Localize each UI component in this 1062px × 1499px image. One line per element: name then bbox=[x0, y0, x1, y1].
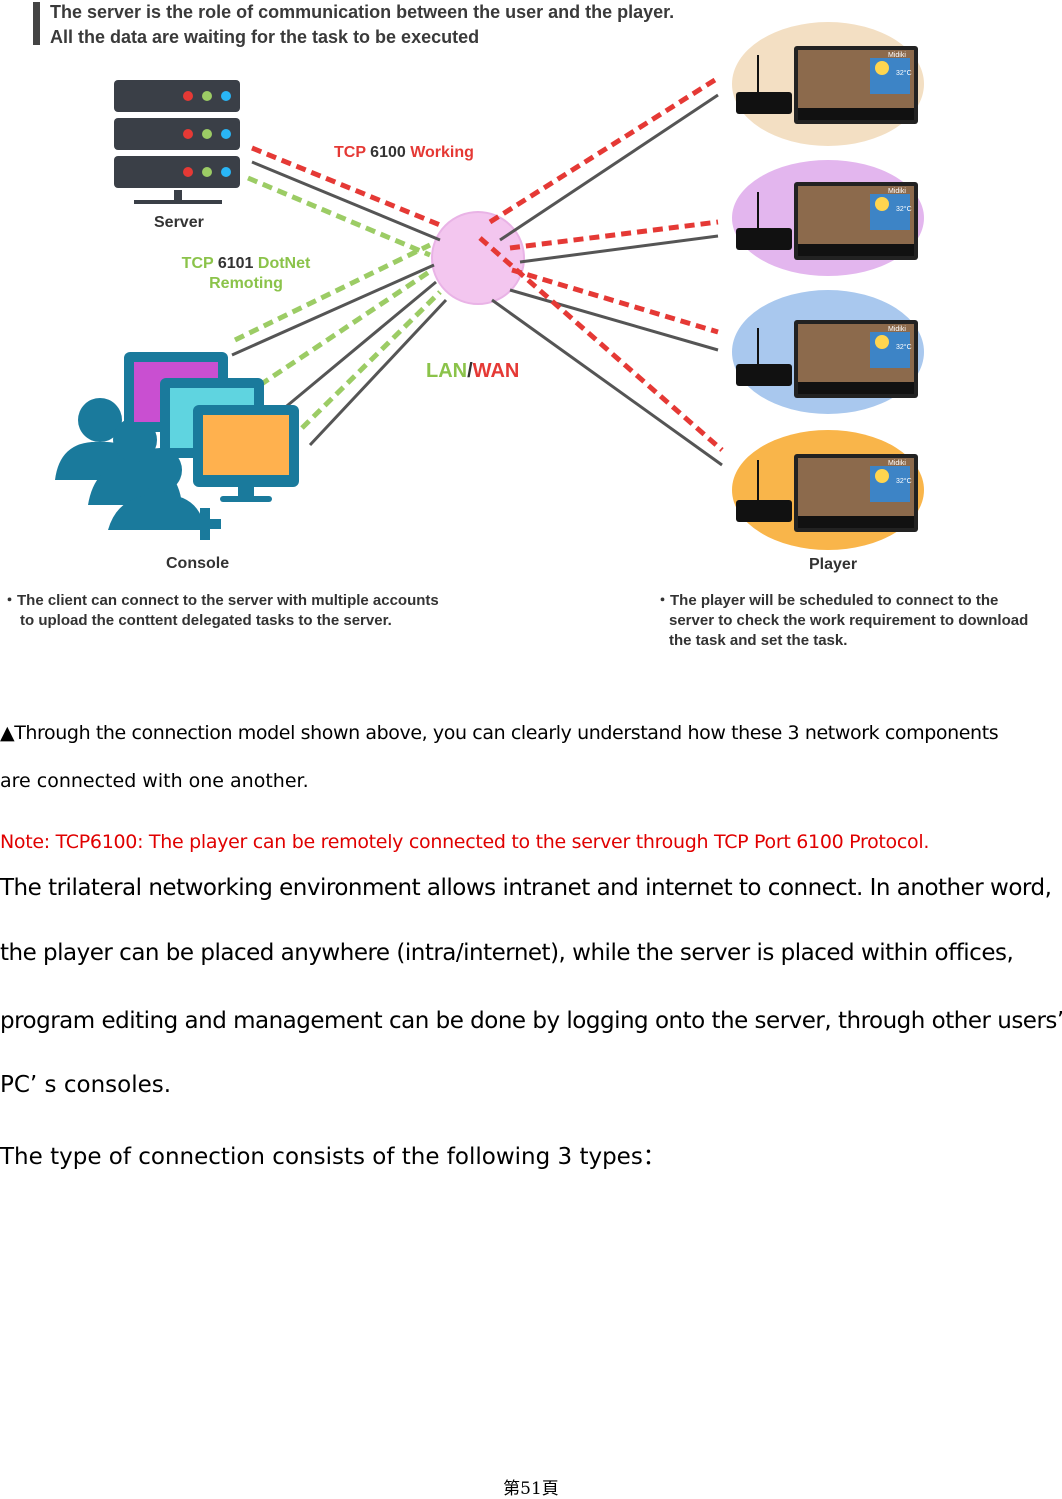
console-label: Console bbox=[166, 555, 230, 572]
player3-link-red bbox=[511, 267, 719, 335]
tcp6100-suffix: Working bbox=[410, 144, 474, 161]
player1-link-grey bbox=[499, 93, 719, 242]
client-note-line-1: ・The client can connect to the server wi… bbox=[2, 592, 439, 609]
screen-temp-2: 32°C bbox=[896, 205, 912, 213]
player-label: Player bbox=[809, 556, 858, 573]
screen-brand-1: Midiki bbox=[888, 52, 906, 59]
tcp6101-port: 6101 bbox=[217, 255, 254, 272]
paragraph-line-4: PC’ s consoles. bbox=[0, 1072, 172, 1098]
page-number: 第51頁 bbox=[503, 1479, 559, 1499]
server-link-red bbox=[251, 145, 441, 228]
console-users-icon bbox=[55, 352, 299, 540]
player-device-3 bbox=[732, 290, 924, 414]
header-line-1: The server is the role of communication … bbox=[50, 2, 675, 22]
paragraph-line-5: The type of connection consists of the f… bbox=[0, 1144, 666, 1170]
tcp6100-label: TCP 6100 Working bbox=[334, 144, 474, 162]
lan-wan-hub bbox=[431, 211, 525, 305]
screen-brand-4: Midiki bbox=[888, 460, 906, 467]
console-link-grey-3 bbox=[308, 298, 448, 447]
server-link-grey bbox=[251, 160, 441, 242]
player1-link-red bbox=[488, 75, 720, 225]
player-note-line-2: server to check the work requirement to … bbox=[669, 612, 1029, 629]
screen-temp-3: 32°C bbox=[896, 343, 912, 351]
lan-text: LAN bbox=[426, 360, 468, 382]
server-icon bbox=[114, 80, 240, 204]
tcp6101-prefix: TCP bbox=[181, 255, 214, 272]
header-accent-bar bbox=[33, 2, 40, 45]
player-note: ・The player will be scheduled to connect… bbox=[655, 591, 1028, 651]
console-link-green-2 bbox=[258, 267, 434, 388]
tcp6100-prefix: TCP bbox=[334, 144, 366, 161]
tcp6100-port: 6100 bbox=[370, 144, 406, 161]
player4-link-red bbox=[478, 236, 724, 452]
server-link-green bbox=[247, 175, 431, 258]
caption-line-1: ▲Through the connection model shown abov… bbox=[0, 722, 999, 744]
player-note-line-1: ・The player will be scheduled to connect… bbox=[655, 592, 999, 609]
screen-temp-4: 32°C bbox=[896, 477, 912, 485]
console-link-grey-1 bbox=[231, 263, 435, 357]
wan-text: WAN bbox=[472, 360, 520, 382]
player-device-2 bbox=[732, 160, 924, 276]
client-note-line-2: to upload the conttent delegated tasks t… bbox=[20, 612, 392, 629]
tcp6101-suffix: DotNet bbox=[257, 255, 311, 272]
player-note-line-3: the task and set the task. bbox=[669, 632, 848, 649]
player2-link-red bbox=[509, 219, 719, 251]
red-note: Note: TCP6100: The player can be remotel… bbox=[0, 831, 930, 853]
console-link-green-1 bbox=[233, 242, 432, 343]
paragraph-line-3: program editing and management can be do… bbox=[0, 1008, 1062, 1034]
player-device-1 bbox=[732, 22, 924, 146]
tcp6101-label: TCP 6101 DotNet Remoting bbox=[180, 255, 312, 293]
screen-temp-1: 32°C bbox=[896, 69, 912, 77]
screen-brand-3: Midiki bbox=[888, 326, 906, 333]
console-link-green-3 bbox=[300, 290, 442, 430]
player3-link-grey bbox=[509, 288, 719, 352]
server-label: Server bbox=[154, 214, 204, 231]
client-note: ・The client can connect to the server wi… bbox=[2, 591, 439, 631]
player-device-4 bbox=[732, 430, 924, 550]
console-link-grey-2 bbox=[281, 280, 437, 412]
diagram-header: The server is the role of communication … bbox=[50, 0, 674, 50]
tcp6101-line2: Remoting bbox=[209, 275, 283, 292]
player4-link-grey bbox=[491, 298, 723, 467]
caption-line-2: are connected with one another. bbox=[0, 770, 309, 792]
network-diagram: Midiki 32°C Midiki 32°C Midiki 32°C Midi… bbox=[55, 22, 924, 550]
lan-wan-label: LAN/WAN bbox=[426, 360, 519, 383]
player2-link-grey bbox=[519, 234, 719, 264]
screen-brand-2: Midiki bbox=[888, 188, 906, 195]
slash-text: / bbox=[467, 360, 473, 382]
header-line-2: All the data are waiting for the task to… bbox=[50, 27, 480, 47]
paragraph-line-1: The trilateral networking environment al… bbox=[0, 875, 1052, 901]
paragraph-line-2: the player can be placed anywhere (intra… bbox=[0, 940, 1014, 966]
